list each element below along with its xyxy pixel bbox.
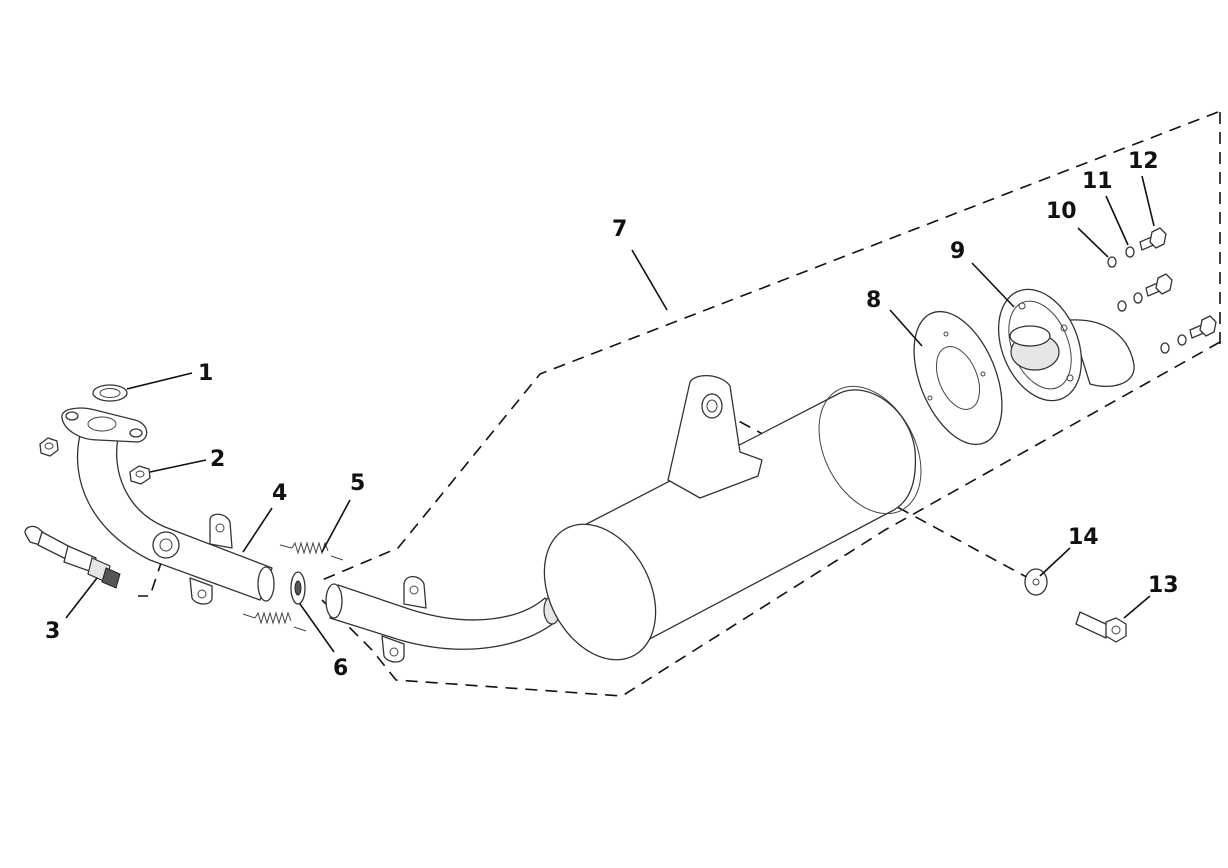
link-pipe — [325, 575, 561, 663]
callout-1: 1 — [198, 361, 213, 386]
leader-7 — [631, 249, 668, 311]
head-pipe — [61, 407, 275, 605]
callout-2: 2 — [210, 447, 225, 472]
assembly-outline-upper — [321, 111, 1219, 581]
alignment-line-inlet — [138, 559, 163, 597]
leader-14 — [1039, 547, 1071, 577]
leader-5 — [321, 499, 351, 553]
leader-10 — [1077, 227, 1109, 258]
callout-6: 6 — [333, 656, 348, 681]
bolt-set-middle — [1117, 273, 1173, 312]
end-gasket — [913, 310, 1003, 446]
gasket-ring — [92, 384, 128, 402]
bolt-set-lower — [1160, 315, 1217, 354]
mount-bolt — [1075, 611, 1127, 643]
end-cap — [997, 288, 1135, 402]
callout-13: 13 — [1148, 573, 1179, 598]
callout-11: 11 — [1082, 169, 1113, 194]
leader-8 — [889, 309, 923, 347]
flange-nut-right — [129, 465, 151, 485]
callout-9: 9 — [950, 239, 965, 264]
leader-3 — [65, 577, 98, 619]
leader-12 — [1141, 175, 1155, 227]
spring-upper — [279, 541, 344, 561]
callout-7: 7 — [612, 217, 627, 242]
muffler-body — [543, 375, 922, 661]
callout-3: 3 — [45, 619, 60, 644]
callout-8: 8 — [866, 288, 881, 313]
oxygen-sensor — [24, 525, 121, 589]
callout-4: 4 — [272, 481, 287, 506]
callout-14: 14 — [1068, 525, 1099, 550]
bolt-set-upper — [1107, 227, 1167, 268]
callout-12: 12 — [1128, 149, 1159, 174]
leader-13 — [1123, 595, 1151, 619]
flange-nut-left — [39, 437, 59, 457]
leader-1 — [126, 372, 193, 390]
spring-lower — [242, 611, 307, 632]
callout-5: 5 — [350, 471, 365, 496]
joint-gasket — [290, 571, 306, 605]
leader-6 — [299, 603, 335, 653]
leader-11 — [1105, 195, 1129, 246]
leader-2 — [149, 459, 207, 473]
leader-9 — [971, 262, 1015, 308]
assembly-outline-lower — [321, 341, 1221, 697]
callout-10: 10 — [1046, 199, 1077, 224]
leader-4 — [242, 507, 273, 553]
